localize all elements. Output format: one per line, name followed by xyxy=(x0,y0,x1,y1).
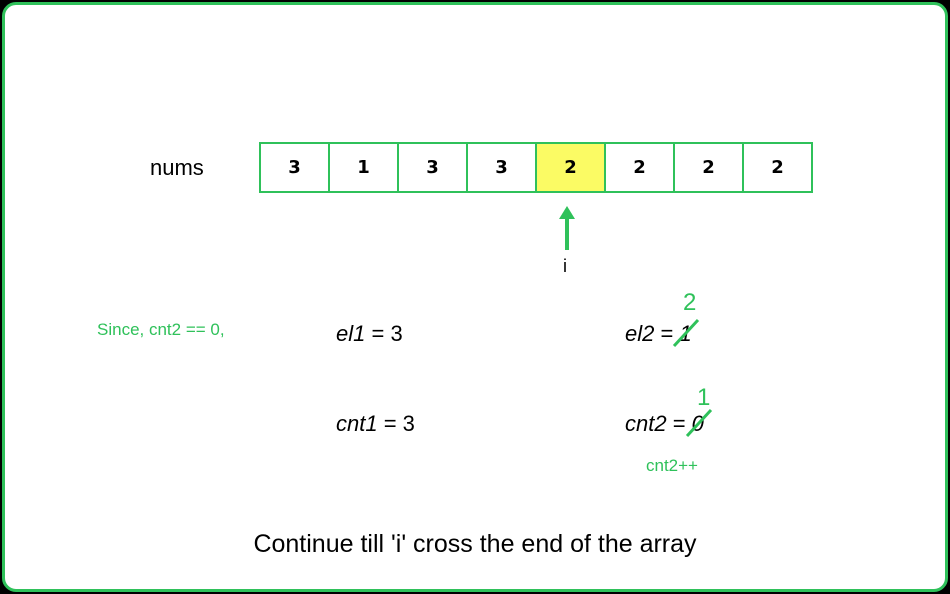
array-cell: 2 xyxy=(744,144,813,191)
array-label: nums xyxy=(150,155,204,180)
cnt1-value: 3 xyxy=(402,411,415,436)
strikethrough-icon xyxy=(673,318,700,348)
array-cell: 2 xyxy=(675,144,744,191)
array-cell: 2 xyxy=(606,144,675,191)
cnt1-name: cnt1 xyxy=(336,411,378,436)
array-cell: 3 xyxy=(468,144,537,191)
el1-name: el1 xyxy=(336,321,366,346)
strikethrough-icon xyxy=(685,408,712,438)
condition-note: Since, cnt2 == 0, xyxy=(97,320,225,339)
el2-new-value: 2 xyxy=(683,289,697,316)
el1-value: 3 xyxy=(390,321,403,346)
pointer-arrow-icon xyxy=(559,206,575,250)
array: 3 1 3 3 2 2 2 2 xyxy=(259,142,813,193)
cnt2-name: cnt2 xyxy=(625,411,667,436)
el2-eq: = xyxy=(654,321,680,346)
cnt2-new-value: 1 xyxy=(697,384,711,411)
array-cell: 1 xyxy=(330,144,399,191)
el2-name: el2 xyxy=(625,321,655,346)
cnt2-eq: = xyxy=(666,411,692,436)
cnt1-assignment: cnt1 = 3 xyxy=(336,411,415,437)
cnt2-increment-note: cnt2++ xyxy=(646,456,698,475)
array-cell: 3 xyxy=(261,144,330,191)
array-cell: 3 xyxy=(399,144,468,191)
cnt2-assignment: cnt2 = 0 xyxy=(625,408,712,438)
array-cell-active: 2 xyxy=(537,144,606,191)
pointer-label: i xyxy=(563,256,567,276)
el1-eq: = xyxy=(365,321,391,346)
el2-assignment: el2 = 1 xyxy=(625,318,700,348)
footer-caption: Continue till 'i' cross the end of the a… xyxy=(253,530,697,558)
el1-assignment: el1 = 3 xyxy=(336,321,403,347)
cnt1-eq: = xyxy=(377,411,403,436)
